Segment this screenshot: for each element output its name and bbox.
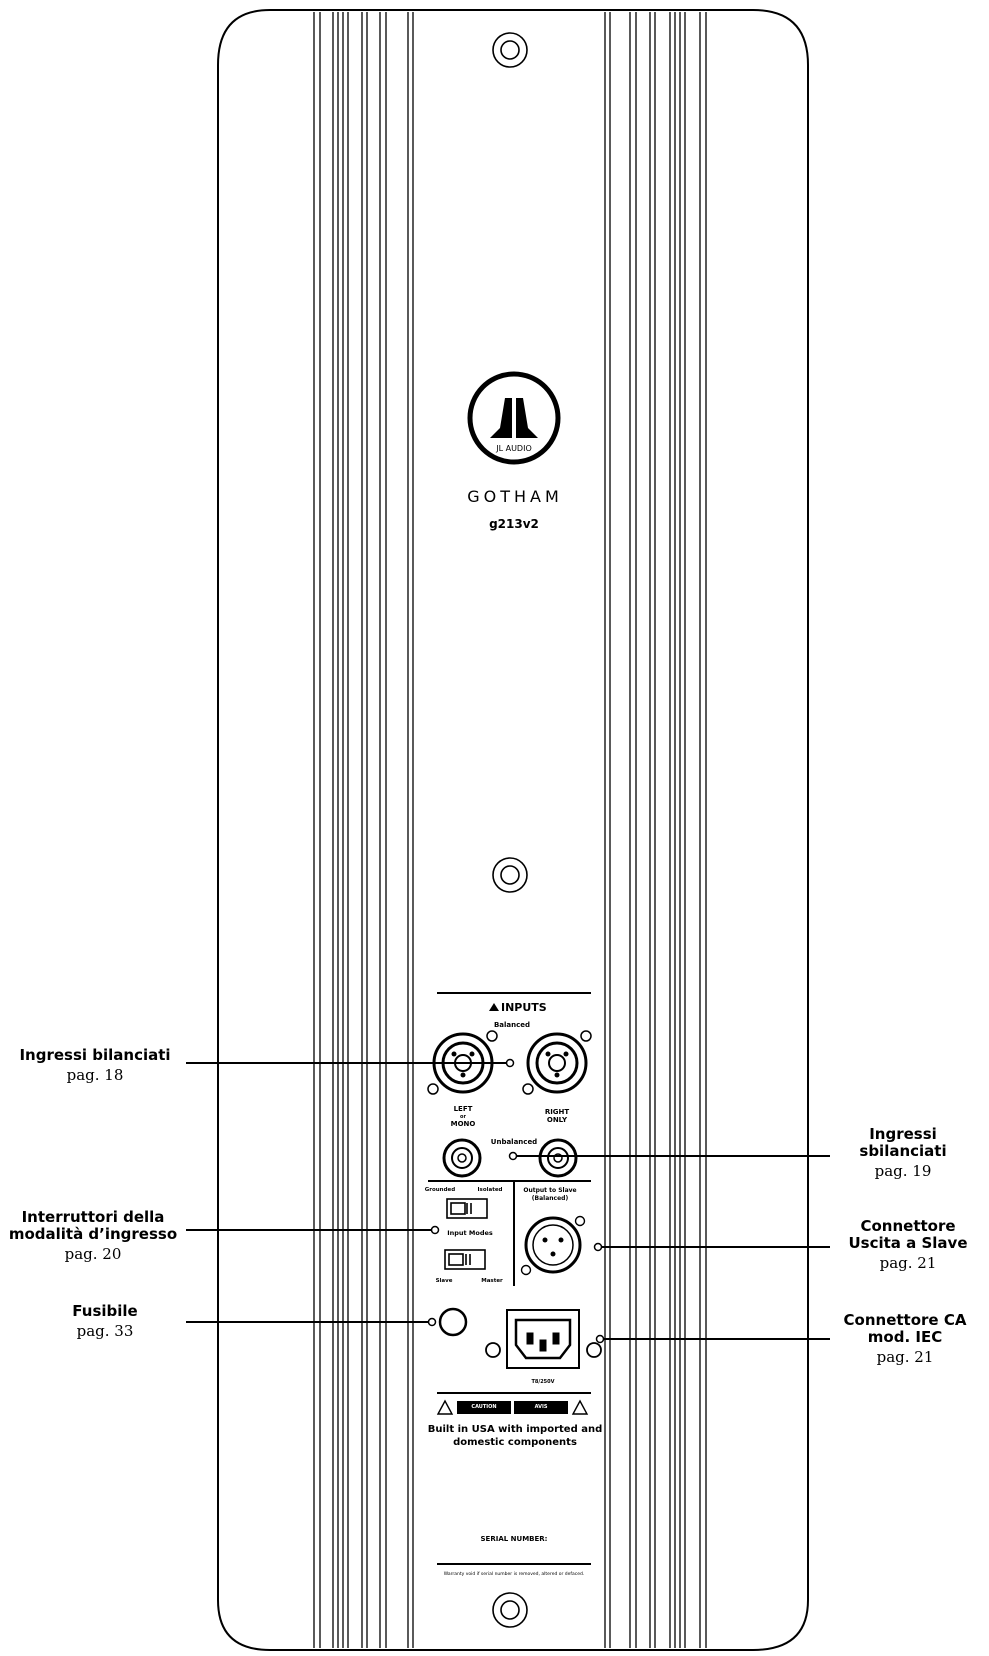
leader-dot-input-mode-switches	[430, 1225, 440, 1235]
leader-dot-fuse	[427, 1317, 437, 1327]
fuse-holder	[438, 1307, 468, 1337]
right-label-line1: RIGHT	[545, 1108, 570, 1116]
callout-fuse: Fusibile pag. 33	[40, 1303, 170, 1340]
leader-dot-balanced-inputs	[505, 1058, 515, 1068]
logo-text: JL AUDIO	[495, 444, 532, 453]
callout-slave-output-title: Connettore Uscita a Slave	[848, 1217, 968, 1252]
left-label-line1: LEFT	[454, 1105, 473, 1113]
master-label: Master	[481, 1278, 503, 1284]
output-slave-line1: Output to Slave	[523, 1187, 576, 1194]
unbalanced-label: Unbalanced	[491, 1138, 537, 1146]
caution-warning-strip	[436, 1399, 589, 1415]
input-modes-label: Input Modes	[447, 1229, 493, 1237]
callout-slave-output: Connettore Uscita a Slave pag. 21	[832, 1218, 984, 1271]
callout-iec-connector-title: Connettore CA mod. IEC	[843, 1311, 967, 1346]
built-in-usa-line2: domestic components	[453, 1437, 577, 1448]
callout-balanced-inputs: Ingressi bilanciati pag. 18	[10, 1047, 180, 1084]
grounded-label: Grounded	[425, 1187, 456, 1193]
mounting-screw-bottom	[492, 1592, 528, 1628]
callout-balanced-inputs-title: Ingressi bilanciati	[19, 1046, 171, 1064]
callout-unbalanced-inputs-title: Ingressi sbilanciati	[859, 1125, 947, 1160]
rca-input-right	[538, 1138, 578, 1178]
mounting-screw-top	[492, 32, 528, 68]
warranty-note: Warranty void if serial number is remove…	[444, 1571, 585, 1577]
callout-fuse-page: pag. 33	[76, 1321, 134, 1340]
serial-number-label: SERIAL NUMBER:	[481, 1535, 548, 1543]
callout-unbalanced-inputs-page: pag. 19	[874, 1161, 932, 1180]
callout-input-mode-switches: Interruttori della modalità d’ingresso p…	[2, 1209, 184, 1262]
callout-input-mode-switches-page: pag. 20	[64, 1244, 122, 1263]
jl-audio-logo: JL AUDIO	[467, 371, 561, 465]
output-slave-line2: (Balanced)	[532, 1195, 569, 1202]
slave-output-xlr	[520, 1215, 586, 1276]
callout-unbalanced-inputs: Ingressi sbilanciati pag. 19	[838, 1126, 968, 1179]
leader-dot-unbalanced-inputs	[508, 1151, 518, 1161]
callout-iec-connector: Connettore CA mod. IEC pag. 21	[840, 1312, 970, 1365]
iec-power-inlet	[485, 1309, 602, 1369]
avis-label: AVIS	[535, 1404, 548, 1410]
inputs-header: INPUTS	[501, 1001, 547, 1014]
ground-mode-switch	[446, 1198, 488, 1219]
built-in-usa-line1: Built in USA with imported and	[428, 1424, 603, 1435]
callout-slave-output-page: pag. 21	[879, 1253, 937, 1272]
panel-outline	[217, 9, 809, 1651]
iec-rating: T8/250V	[531, 1379, 554, 1385]
slave-label: Slave	[436, 1278, 453, 1284]
heatsink-fins-right	[604, 12, 707, 1648]
left-label-line2: or	[460, 1114, 466, 1120]
rca-input-left	[442, 1138, 482, 1178]
product-name: GOTHAM	[467, 487, 563, 506]
callout-fuse-title: Fusibile	[72, 1302, 138, 1320]
right-label-line2: ONLY	[547, 1116, 568, 1124]
callout-leaders	[186, 1058, 830, 1344]
caution-label: CAUTION	[471, 1404, 496, 1410]
combo-input-right	[522, 1030, 592, 1095]
callout-iec-connector-page: pag. 21	[876, 1347, 934, 1366]
mounting-screw-middle	[492, 857, 528, 893]
master-slave-switch	[444, 1249, 486, 1270]
balanced-label: Balanced	[494, 1021, 530, 1029]
leader-dot-slave-output	[593, 1242, 603, 1252]
model-name: g213v2	[489, 517, 539, 531]
left-label-line3: MONO	[451, 1120, 476, 1128]
heatsink-fins-left	[313, 12, 414, 1648]
leader-dot-iec-connector	[595, 1334, 605, 1344]
isolated-label: Isolated	[478, 1187, 503, 1193]
callout-input-mode-switches-title: Interruttori della modalità d’ingresso	[8, 1208, 178, 1243]
inputs-header-arrow-icon	[489, 1003, 499, 1011]
callout-balanced-inputs-page: pag. 18	[66, 1065, 124, 1084]
